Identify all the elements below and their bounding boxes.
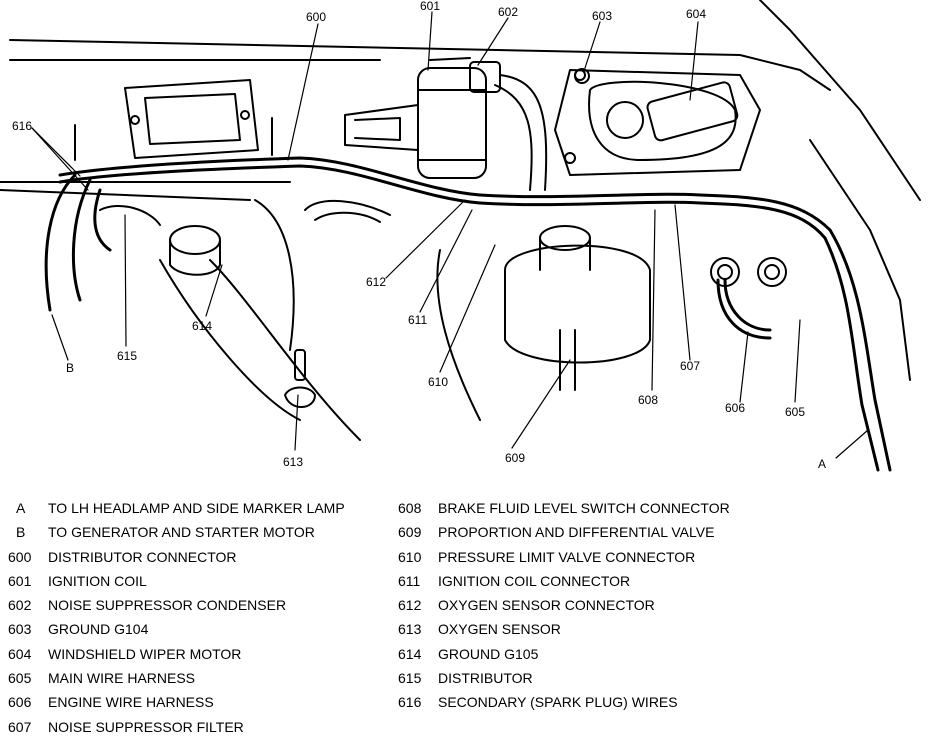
callout-601: 601 bbox=[420, 0, 440, 13]
noise-suppressor-condenser bbox=[469, 61, 548, 191]
legend-key: 606 bbox=[8, 694, 32, 711]
legend-row: A TO LH HEADLAMP AND SIDE MARKER LAMP bbox=[8, 496, 345, 520]
callout-612: 612 bbox=[366, 275, 386, 289]
brake-master-cylinder bbox=[504, 225, 651, 391]
callout-608: 608 bbox=[638, 393, 658, 407]
distributor bbox=[99, 205, 221, 276]
legend-row: 607 NOISE SUPPRESSOR FILTER bbox=[8, 715, 345, 739]
legend-key: 600 bbox=[8, 548, 32, 565]
legend-key: 612 bbox=[398, 597, 422, 614]
callout-603: 603 bbox=[592, 9, 612, 23]
oxygen-sensor bbox=[284, 349, 316, 408]
legend-text: DISTRIBUTOR bbox=[438, 670, 533, 687]
legend-key: 610 bbox=[398, 548, 422, 565]
legend-text: PROPORTION AND DIFFERENTIAL VALVE bbox=[438, 524, 715, 541]
legend-text: DISTRIBUTOR CONNECTOR bbox=[48, 548, 237, 565]
legend-key: 603 bbox=[8, 621, 32, 638]
legend-text: OXYGEN SENSOR bbox=[438, 621, 561, 638]
callout-604: 604 bbox=[686, 7, 706, 21]
legend-row: 606 ENGINE WIRE HARNESS bbox=[8, 690, 345, 714]
firewall-outline bbox=[0, 0, 921, 381]
legend-right-column: 608 BRAKE FLUID LEVEL SWITCH CONNECTOR 60… bbox=[398, 496, 730, 715]
spark-plug-terminals bbox=[74, 117, 273, 161]
legend-key: 615 bbox=[398, 670, 422, 687]
main-wire-harness bbox=[58, 156, 892, 472]
callout-609: 609 bbox=[505, 451, 525, 465]
engine-hoses bbox=[159, 199, 481, 441]
callout-leader-lines bbox=[31, 11, 869, 459]
legend-row: 612 OXYGEN SENSOR CONNECTOR bbox=[398, 593, 730, 617]
callout-600: 600 bbox=[306, 10, 326, 24]
legend-text: PRESSURE LIMIT VALVE CONNECTOR bbox=[438, 548, 696, 565]
legend-key: B bbox=[16, 524, 26, 541]
ignition-coil bbox=[344, 57, 487, 179]
legend-key: 604 bbox=[8, 645, 32, 662]
legend-text: SECONDARY (SPARK PLUG) WIRES bbox=[438, 694, 678, 711]
legend-key: 616 bbox=[398, 694, 422, 711]
legend-text: GROUND G104 bbox=[48, 621, 149, 638]
engine-wire-harness bbox=[716, 278, 772, 340]
legend-key: 614 bbox=[398, 645, 422, 662]
legend-text: ENGINE WIRE HARNESS bbox=[48, 694, 214, 711]
legend-text: GROUND G105 bbox=[438, 645, 539, 662]
legend-text: NOISE SUPPRESSOR FILTER bbox=[48, 718, 244, 735]
legend-row: 602 NOISE SUPPRESSOR CONDENSER bbox=[8, 593, 345, 617]
legend-row: 611 IGNITION COIL CONNECTOR bbox=[398, 569, 730, 593]
legend-text: OXYGEN SENSOR CONNECTOR bbox=[438, 597, 655, 614]
legend-key: 607 bbox=[8, 718, 32, 735]
legend-row: 615 DISTRIBUTOR bbox=[398, 666, 730, 690]
callout-614: 614 bbox=[192, 319, 212, 333]
legend-row: 613 OXYGEN SENSOR bbox=[398, 617, 730, 641]
legend-key: 601 bbox=[8, 572, 32, 589]
callout-611: 611 bbox=[408, 313, 427, 327]
legend-text: TO GENERATOR AND STARTER MOTOR bbox=[48, 524, 315, 541]
legend-key: A bbox=[16, 500, 26, 516]
legend-text: IGNITION COIL CONNECTOR bbox=[438, 572, 631, 589]
callout-607: 607 bbox=[680, 359, 700, 373]
callout-a: A bbox=[818, 457, 826, 471]
callout-613: 613 bbox=[283, 455, 303, 469]
legend-text: TO LH HEADLAMP AND SIDE MARKER LAMP bbox=[48, 500, 345, 516]
secondary-spark-plug-wires bbox=[44, 173, 112, 312]
callout-605: 605 bbox=[785, 405, 805, 419]
legend-row: 603 GROUND G104 bbox=[8, 617, 345, 641]
firewall-grommets bbox=[710, 257, 787, 287]
legend-text: BRAKE FLUID LEVEL SWITCH CONNECTOR bbox=[438, 500, 730, 516]
legend-text: MAIN WIRE HARNESS bbox=[48, 670, 196, 687]
legend-row: 605 MAIN WIRE HARNESS bbox=[8, 666, 345, 690]
legend-text: IGNITION COIL bbox=[48, 572, 147, 589]
legend-key: 613 bbox=[398, 621, 422, 638]
legend-row: 609 PROPORTION AND DIFFERENTIAL VALVE bbox=[398, 520, 730, 544]
legend-left-column: A TO LH HEADLAMP AND SIDE MARKER LAMP B TO… bbox=[8, 496, 345, 739]
legend-row: 604 WINDSHIELD WIPER MOTOR bbox=[8, 642, 345, 666]
legend-key: 608 bbox=[398, 500, 422, 516]
legend-row: 608 BRAKE FLUID LEVEL SWITCH CONNECTOR bbox=[398, 496, 730, 520]
legend-row: 610 PRESSURE LIMIT VALVE CONNECTOR bbox=[398, 545, 730, 569]
legend-text: WINDSHIELD WIPER MOTOR bbox=[48, 645, 242, 662]
legend-key: 609 bbox=[398, 524, 422, 541]
legend-row: 601 IGNITION COIL bbox=[8, 569, 345, 593]
legend-row: 614 GROUND G105 bbox=[398, 642, 730, 666]
engine-compartment-wiring-diagram: 600 601 602 603 604 605 606 607 608 609 … bbox=[0, 0, 921, 472]
ground-g104 bbox=[574, 68, 590, 84]
callout-615: 615 bbox=[117, 349, 137, 363]
legend-text: NOISE SUPPRESSOR CONDENSER bbox=[48, 597, 287, 614]
legend-key: 605 bbox=[8, 670, 32, 687]
callout-610: 610 bbox=[428, 375, 448, 389]
legend-row: 616 SECONDARY (SPARK PLUG) WIRES bbox=[398, 690, 730, 714]
legend-row: B TO GENERATOR AND STARTER MOTOR bbox=[8, 520, 345, 544]
callout-606: 606 bbox=[725, 401, 745, 415]
windshield-wiper-motor bbox=[554, 69, 761, 176]
callout-b: B bbox=[66, 361, 74, 375]
callout-616: 616 bbox=[12, 119, 32, 133]
cowl-panel-left bbox=[124, 79, 259, 159]
legend-key: 611 bbox=[398, 572, 421, 589]
legend-row: 600 DISTRIBUTOR CONNECTOR bbox=[8, 545, 345, 569]
callout-602: 602 bbox=[498, 5, 518, 19]
legend-key: 602 bbox=[8, 597, 32, 614]
